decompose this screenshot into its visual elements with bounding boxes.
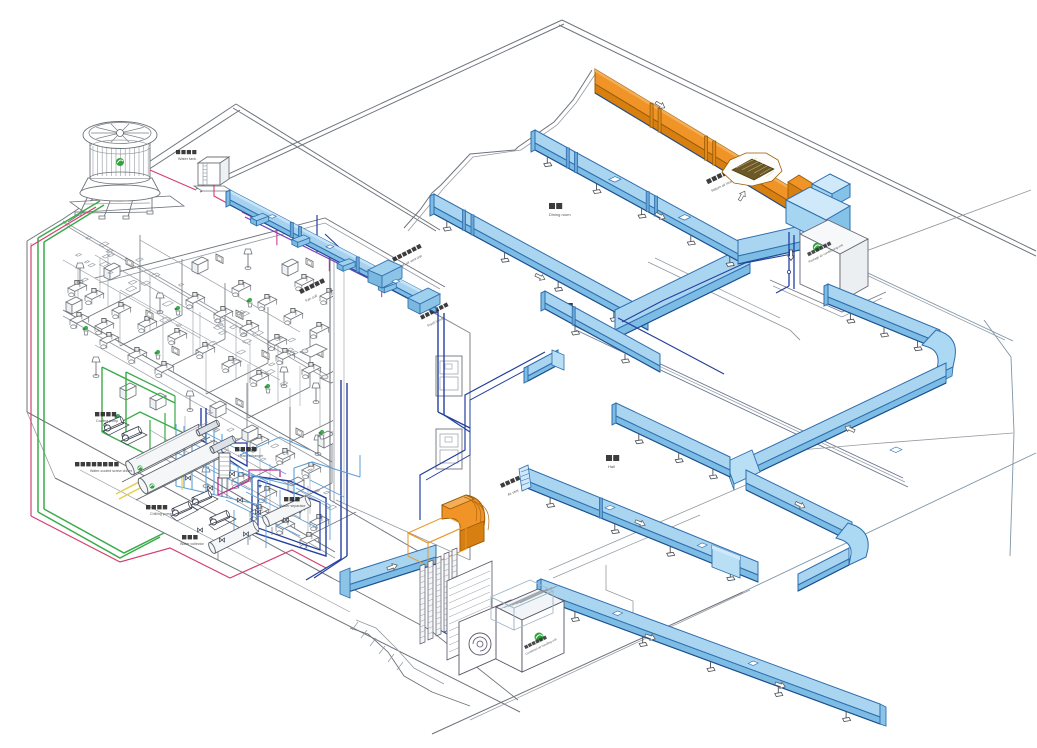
- svg-text:Chilling pump: Chilling pump: [150, 512, 172, 516]
- svg-text:Water separator: Water separator: [280, 504, 306, 508]
- svg-text:Cooling pump: Cooling pump: [96, 419, 118, 423]
- svg-text:Fan coil: Fan coil: [305, 294, 318, 303]
- svg-text:Hall: Hall: [608, 464, 615, 469]
- svg-text:Heat exchanger: Heat exchanger: [238, 454, 264, 458]
- svg-text:Dining room: Dining room: [549, 212, 571, 217]
- svg-text:Water collector: Water collector: [180, 542, 205, 546]
- svg-text:Water-cooled screw chiller: Water-cooled screw chiller: [90, 469, 133, 473]
- svg-text:Air vent: Air vent: [507, 488, 519, 496]
- svg-text:Water tank: Water tank: [178, 157, 196, 161]
